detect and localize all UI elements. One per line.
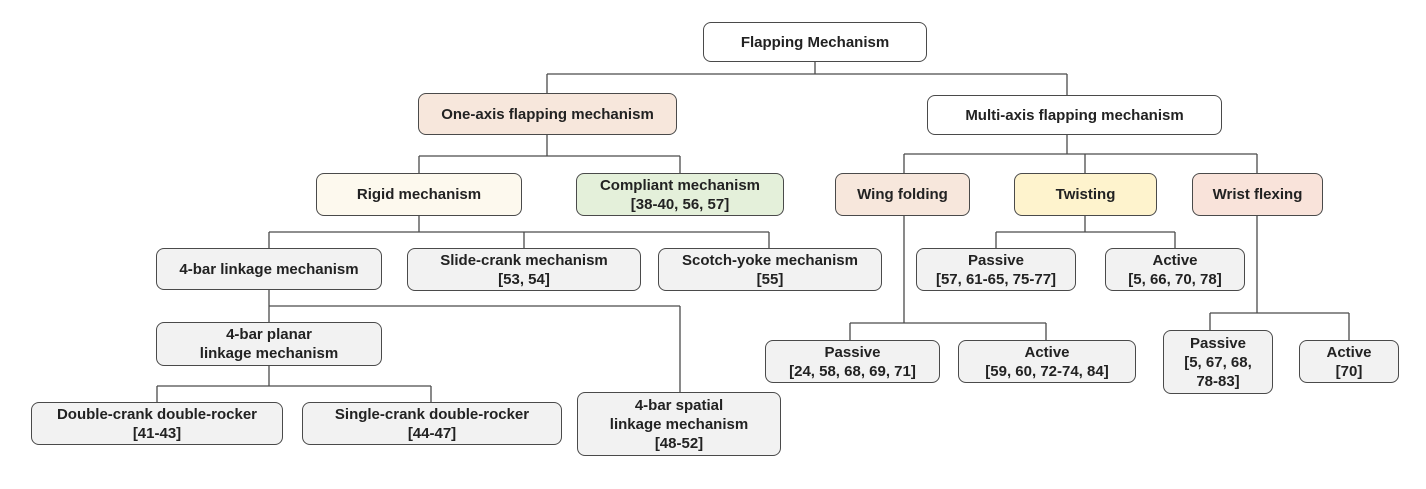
twisting-label: Twisting	[1055, 186, 1116, 203]
slide-crank-node: Slide-crank mechanism [53, 54]	[407, 248, 641, 291]
multi-axis-node: Multi-axis flapping mechanism	[927, 95, 1222, 135]
twisting-passive-node: Passive [57, 61-65, 75-77]	[916, 248, 1076, 291]
four-bar-linkage-node: 4-bar linkage mechanism	[156, 248, 382, 290]
wrist-flexing-passive-node: Passive [5, 67, 68, 78-83]	[1163, 330, 1273, 394]
single-crank-node: Single-crank double-rocker [44-47]	[302, 402, 562, 445]
planar-linkage-node: 4-bar planar linkage mechanism	[156, 322, 382, 366]
compliant-mechanism-node: Compliant mechanism [38-40, 56, 57]	[576, 173, 784, 216]
four-bar-linkage-label: 4-bar linkage mechanism	[179, 260, 359, 278]
slide-crank-label: Slide-crank mechanism	[440, 251, 608, 269]
one-axis-node: One-axis flapping mechanism	[418, 93, 677, 135]
double-crank-node: Double-crank double-rocker [41-43]	[31, 402, 283, 445]
spatial-linkage-line2: linkage mechanism	[609, 415, 749, 433]
scotch-yoke-refs: [55]	[756, 270, 784, 288]
twisting-active-refs: [5, 66, 70, 78]	[1128, 270, 1222, 288]
wrist-flexing-label: Wrist flexing	[1212, 186, 1303, 203]
wing-folding-active-label: Active	[1024, 343, 1070, 361]
twisting-passive-refs: [57, 61-65, 75-77]	[935, 270, 1057, 288]
rigid-mechanism-node: Rigid mechanism	[316, 173, 522, 216]
double-crank-label: Double-crank double-rocker	[56, 405, 258, 423]
root-node: Flapping Mechanism	[703, 22, 927, 62]
wing-folding-active-node: Active [59, 60, 72-74, 84]	[958, 340, 1136, 383]
scotch-yoke-node: Scotch-yoke mechanism [55]	[658, 248, 882, 291]
wing-folding-passive-refs: [24, 58, 68, 69, 71]	[789, 362, 916, 380]
wrist-flexing-passive-label: Passive	[1190, 334, 1246, 352]
planar-linkage-line2: linkage mechanism	[199, 345, 339, 362]
wrist-flexing-active-refs: [70]	[1335, 362, 1363, 380]
wing-folding-active-refs: [59, 60, 72-74, 84]	[985, 362, 1109, 380]
single-crank-label: Single-crank double-rocker	[334, 405, 530, 423]
compliant-mechanism-label: Compliant mechanism	[599, 176, 761, 194]
twisting-passive-label: Passive	[968, 251, 1024, 269]
rigid-mechanism-label: Rigid mechanism	[356, 186, 482, 203]
wing-folding-passive-node: Passive [24, 58, 68, 69, 71]	[765, 340, 940, 383]
compliant-mechanism-refs: [38-40, 56, 57]	[630, 195, 730, 213]
single-crank-refs: [44-47]	[407, 424, 457, 442]
wing-folding-label: Wing folding	[857, 186, 948, 203]
spatial-linkage-line1: 4-bar spatial	[634, 396, 724, 414]
double-crank-refs: [41-43]	[132, 424, 182, 442]
spatial-linkage-node: 4-bar spatial linkage mechanism [48-52]	[577, 392, 781, 456]
spatial-linkage-refs: [48-52]	[654, 434, 704, 452]
slide-crank-refs: [53, 54]	[498, 270, 550, 288]
twisting-active-node: Active [5, 66, 70, 78]	[1105, 248, 1245, 291]
scotch-yoke-label: Scotch-yoke mechanism	[682, 251, 858, 269]
wrist-flexing-node: Wrist flexing	[1192, 173, 1323, 216]
twisting-active-label: Active	[1152, 251, 1198, 269]
one-axis-label: One-axis flapping mechanism	[441, 105, 654, 123]
wrist-flexing-active-label: Active	[1326, 343, 1372, 361]
planar-linkage-line1: 4-bar planar	[226, 326, 312, 343]
wing-folding-passive-label: Passive	[824, 343, 881, 361]
root-label: Flapping Mechanism	[740, 33, 890, 51]
multi-axis-label: Multi-axis flapping mechanism	[965, 106, 1184, 124]
wrist-flexing-active-node: Active [70]	[1299, 340, 1399, 383]
twisting-node: Twisting	[1014, 173, 1157, 216]
wrist-flexing-passive-refs-1: [5, 67, 68,	[1184, 353, 1252, 371]
wrist-flexing-passive-refs-2: 78-83]	[1196, 372, 1240, 390]
wing-folding-node: Wing folding	[835, 173, 970, 216]
